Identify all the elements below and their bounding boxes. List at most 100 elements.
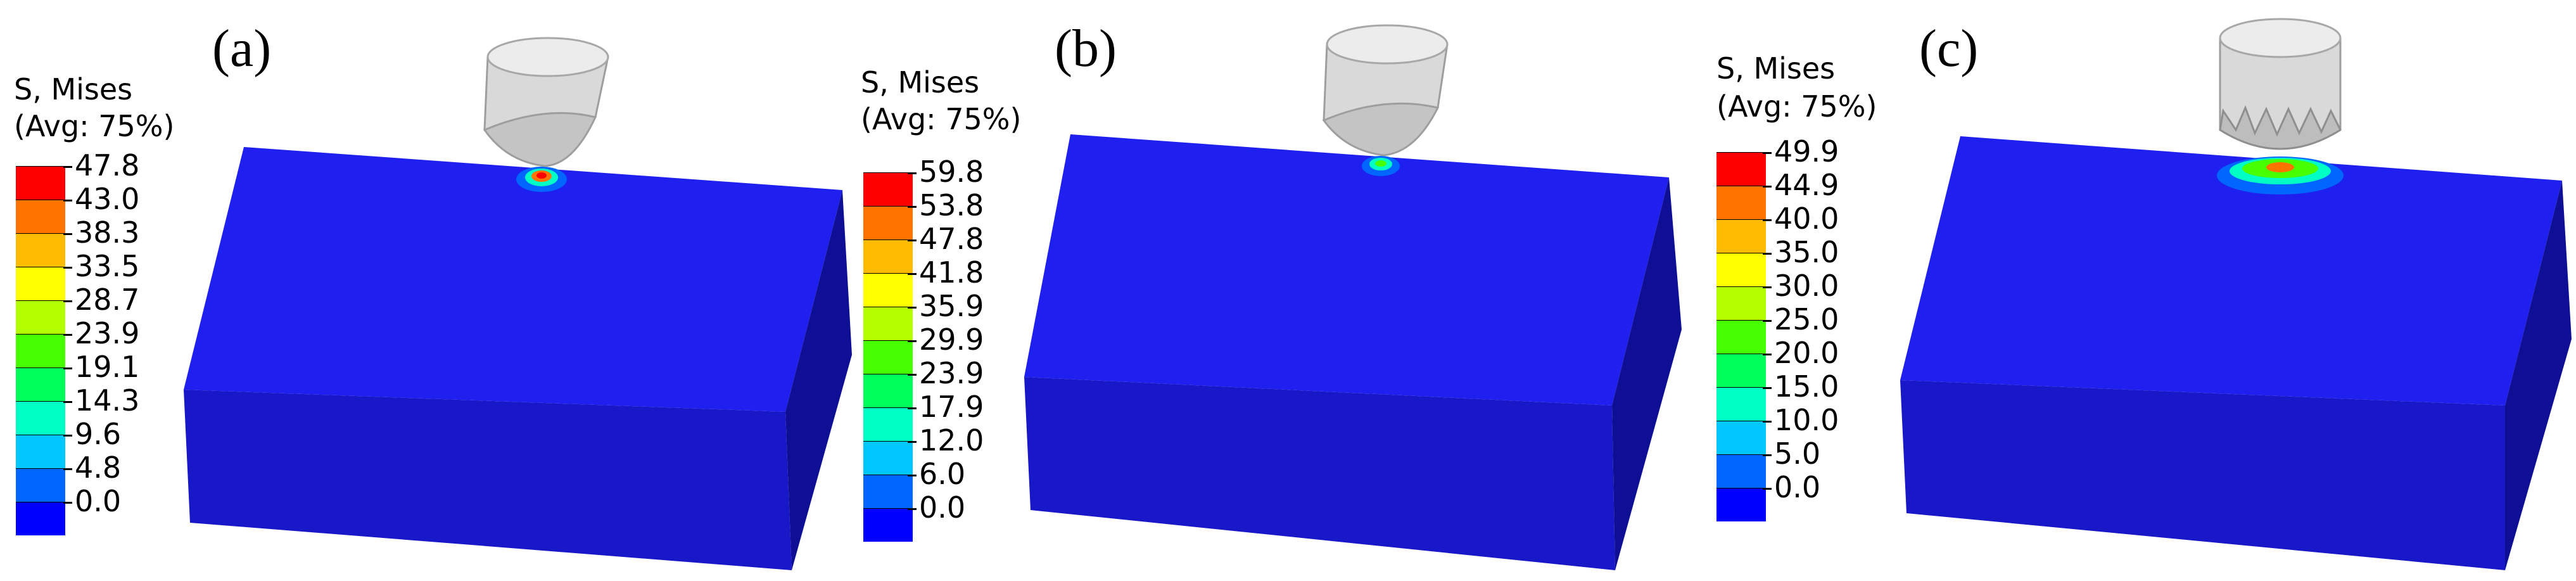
tick-label: 29.9 xyxy=(919,322,984,357)
block-front-face xyxy=(1900,380,2505,570)
tick-label: 15.0 xyxy=(1774,369,1839,404)
scale-swatch xyxy=(863,273,913,307)
scale-swatch xyxy=(16,233,65,267)
tool-top-face xyxy=(2219,18,2342,58)
tick-label: 35.9 xyxy=(919,289,984,323)
tick-label: 47.8 xyxy=(919,222,984,256)
tick-mark xyxy=(63,468,72,470)
legend-title: S, Mises xyxy=(14,72,133,106)
scale-swatch xyxy=(1716,320,1766,354)
scale-swatch xyxy=(863,374,913,407)
tick-label: 12.0 xyxy=(919,423,984,457)
scale-swatch xyxy=(863,508,913,542)
tick-label: 23.9 xyxy=(75,316,140,350)
tick-label: 47.8 xyxy=(75,148,140,182)
tick-mark xyxy=(1763,320,1772,322)
tick-label: 40.0 xyxy=(1774,201,1839,236)
tick-mark xyxy=(63,166,72,168)
scale-swatch xyxy=(16,300,65,334)
tick-mark xyxy=(1763,354,1772,355)
tick-mark xyxy=(908,441,917,443)
tick-label: 41.8 xyxy=(919,255,984,290)
scale-swatch xyxy=(863,239,913,273)
tick-label: 38.3 xyxy=(75,215,140,250)
tool-tip xyxy=(1322,102,1440,156)
scale-swatch xyxy=(16,200,65,233)
tick-label: 59.8 xyxy=(919,155,984,189)
tick-label: 5.0 xyxy=(1774,437,1821,471)
scale-swatch xyxy=(1716,219,1766,253)
tick-label: 35.0 xyxy=(1774,235,1839,269)
tick-label: 49.9 xyxy=(1774,134,1839,169)
scale-swatch xyxy=(16,502,65,535)
tick-label: 44.9 xyxy=(1774,168,1839,202)
legend-title: S, Mises xyxy=(861,65,980,99)
stress-contour-peak xyxy=(2266,162,2294,172)
tick-label: 20.0 xyxy=(1774,336,1839,370)
tick-label: 0.0 xyxy=(1774,470,1821,504)
tool-top-face xyxy=(486,37,609,77)
tick-mark xyxy=(1763,454,1772,456)
tick-mark xyxy=(1763,387,1772,389)
tick-label: 30.0 xyxy=(1774,269,1839,303)
tick-mark xyxy=(908,340,917,342)
tick-mark xyxy=(908,475,917,476)
block-side-face xyxy=(785,190,852,570)
tick-mark xyxy=(1763,421,1772,423)
scale-swatch xyxy=(16,401,65,435)
fe-model-b xyxy=(1024,24,1682,570)
tick-label: 0.0 xyxy=(75,484,122,518)
tick-mark xyxy=(63,200,72,201)
tick-mark xyxy=(63,300,72,302)
block-top-face xyxy=(184,147,842,412)
block-side-face xyxy=(1612,177,1682,570)
tick-mark xyxy=(1763,186,1772,188)
tick-mark xyxy=(1763,286,1772,288)
tick-mark xyxy=(908,172,917,174)
scale-swatch xyxy=(16,166,65,200)
scale-swatch xyxy=(1716,286,1766,320)
tick-mark xyxy=(63,502,72,504)
tick-mark xyxy=(63,267,72,269)
tick-label: 6.0 xyxy=(919,457,966,491)
tick-label: 33.5 xyxy=(75,249,140,283)
tick-mark xyxy=(63,435,72,437)
scale-swatch xyxy=(1716,387,1766,421)
scale-swatch xyxy=(1716,421,1766,454)
block-side-face xyxy=(2505,181,2572,570)
scale-swatch xyxy=(16,367,65,401)
stress-contour-peak xyxy=(536,172,547,179)
tick-mark xyxy=(63,401,72,403)
block-top-face xyxy=(1900,136,2562,405)
legend-subtitle: (Avg: 75%) xyxy=(861,102,1022,136)
block-top-face xyxy=(1024,134,1669,405)
panel-label: (b) xyxy=(1055,19,1117,78)
tick-mark xyxy=(908,206,917,208)
scale-swatch xyxy=(1716,186,1766,219)
scale-swatch xyxy=(16,435,65,468)
tick-label: 53.8 xyxy=(919,188,984,222)
scale-swatch xyxy=(1716,454,1766,488)
panel-label: (c) xyxy=(1919,19,1979,78)
tool-tip-fluted xyxy=(2219,105,2342,150)
tick-mark xyxy=(1763,253,1772,255)
legend-subtitle: (Avg: 75%) xyxy=(1716,89,1877,124)
scale-swatch xyxy=(1716,354,1766,387)
tick-label: 23.9 xyxy=(919,356,984,390)
scale-swatch xyxy=(16,334,65,367)
tick-mark xyxy=(908,508,917,510)
tick-label: 43.0 xyxy=(75,182,140,216)
tick-label: 9.6 xyxy=(75,417,122,451)
tick-label: 19.1 xyxy=(75,350,140,384)
stress-contour-peak xyxy=(1375,160,1386,167)
scale-swatch xyxy=(863,172,913,206)
tick-mark xyxy=(1763,488,1772,490)
scale-swatch xyxy=(16,468,65,502)
scale-swatch xyxy=(863,441,913,475)
tick-mark xyxy=(63,367,72,369)
tick-label: 0.0 xyxy=(919,490,966,525)
tick-mark xyxy=(908,374,917,376)
tick-label: 4.8 xyxy=(75,450,122,485)
